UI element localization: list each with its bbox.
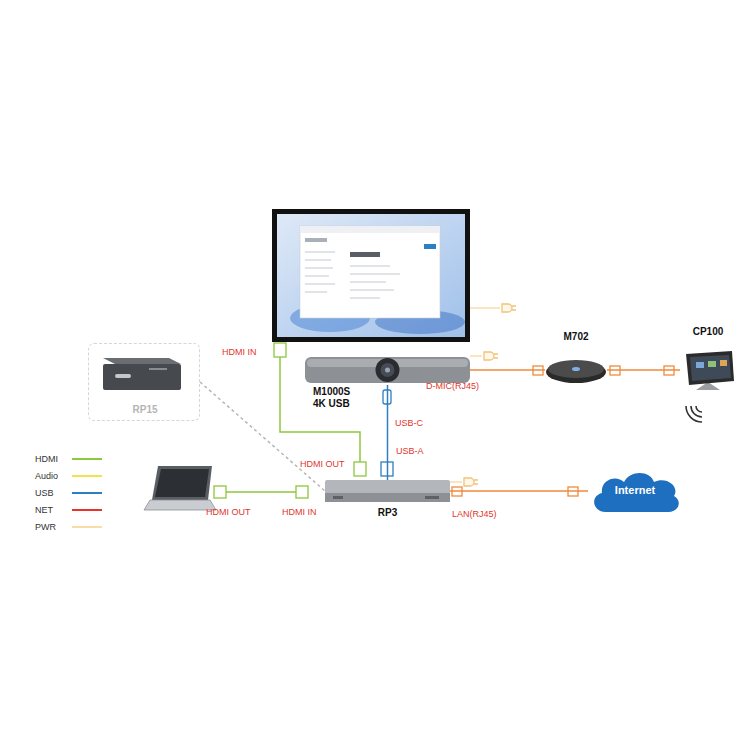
laptop-screen — [152, 466, 212, 500]
device-node: RP15 — [88, 343, 200, 421]
port-label: HDMI OUT — [206, 507, 251, 517]
hdmi-plug — [296, 486, 308, 498]
power-plug — [484, 352, 498, 360]
device-label: M1000S 4K USB — [313, 386, 365, 410]
legend-text: PWR — [35, 522, 56, 532]
page-button — [424, 244, 436, 249]
browser-window — [300, 226, 440, 318]
device-port — [115, 374, 131, 378]
power-wire — [450, 481, 462, 483]
device-top — [103, 358, 181, 364]
legend-text: Audio — [35, 471, 58, 481]
panel-screen — [690, 355, 731, 381]
browser-bar — [300, 226, 440, 233]
panel-tile — [708, 361, 716, 367]
cable-connector — [607, 369, 680, 371]
cable-connector — [450, 490, 588, 492]
usb-a-plug — [381, 462, 393, 476]
rj45-plug — [568, 487, 578, 496]
page-line — [305, 238, 327, 242]
device-body — [103, 364, 181, 390]
port-label: HDMI OUT — [300, 459, 345, 469]
hdmi-plug — [274, 343, 286, 357]
legend-swatch — [72, 492, 102, 494]
legend-swatch — [72, 526, 102, 528]
device-node: CP100 — [680, 350, 736, 390]
legend-swatch — [72, 458, 102, 460]
device-label: RP15 — [89, 404, 201, 416]
port-label: USB-C — [395, 418, 423, 428]
wireless-icon — [686, 406, 702, 422]
camera-lens — [381, 363, 395, 377]
hdmi-plug — [354, 462, 366, 476]
panel-shape — [680, 350, 736, 390]
device-front — [325, 493, 450, 502]
device-node: RP3 — [325, 480, 450, 502]
panel-frame — [686, 351, 734, 385]
port-label: HDMI IN — [222, 347, 257, 357]
device-node: Internet — [588, 468, 682, 514]
power-wire — [470, 355, 482, 357]
port-label: HDMI IN — [282, 507, 317, 517]
legend-text: NET — [35, 505, 53, 515]
hdmi-wire — [226, 491, 296, 493]
device-label: CP100 — [675, 326, 741, 338]
device-port — [425, 496, 439, 499]
box-shape — [325, 480, 450, 502]
hdmi-plug — [214, 486, 226, 498]
power-plug — [464, 478, 478, 486]
port-label: USB-A — [396, 446, 424, 456]
usb-c-plug — [383, 390, 391, 404]
laptop-display — [155, 469, 209, 497]
device-body — [325, 480, 450, 502]
legend-text: HDMI — [35, 454, 58, 464]
legend-text: USB — [35, 488, 54, 498]
panel-tile — [696, 362, 704, 368]
cam-shape — [305, 355, 470, 385]
page-line — [350, 252, 380, 257]
port-label: D-MIC(RJ45) — [426, 381, 479, 391]
rj45-plug — [533, 366, 543, 375]
cable-connector — [387, 385, 389, 480]
device-logo — [149, 368, 167, 370]
port-label: LAN(RJ45) — [452, 509, 497, 519]
device-port — [333, 496, 343, 499]
device-node: M1000S 4K USB — [305, 355, 470, 385]
puck-shape — [545, 357, 607, 383]
device-node: M702 — [545, 357, 607, 383]
mic-base — [546, 361, 606, 383]
power-wire — [470, 307, 500, 309]
mic-light — [572, 367, 580, 371]
cable-connector — [200, 382, 325, 491]
device-label: M702 — [540, 331, 612, 343]
page-lines — [305, 252, 400, 298]
monitor-screen — [277, 214, 465, 337]
camera-bar — [305, 357, 470, 383]
cable-connector — [470, 369, 545, 371]
rj45-plug — [610, 366, 620, 375]
power-plug — [502, 304, 516, 312]
rj45-plug — [452, 487, 462, 496]
mic-top — [548, 360, 604, 378]
rj45-plug — [664, 366, 674, 375]
camera-lens — [376, 358, 400, 382]
legend-swatch — [72, 509, 102, 511]
laptop-base — [144, 500, 216, 510]
device-label: Internet — [588, 484, 682, 496]
panel-tile — [720, 360, 727, 366]
device-label: RP3 — [325, 507, 450, 519]
legend-swatch — [72, 475, 102, 477]
camera-lens — [385, 368, 390, 373]
monitor-frame — [272, 209, 470, 342]
